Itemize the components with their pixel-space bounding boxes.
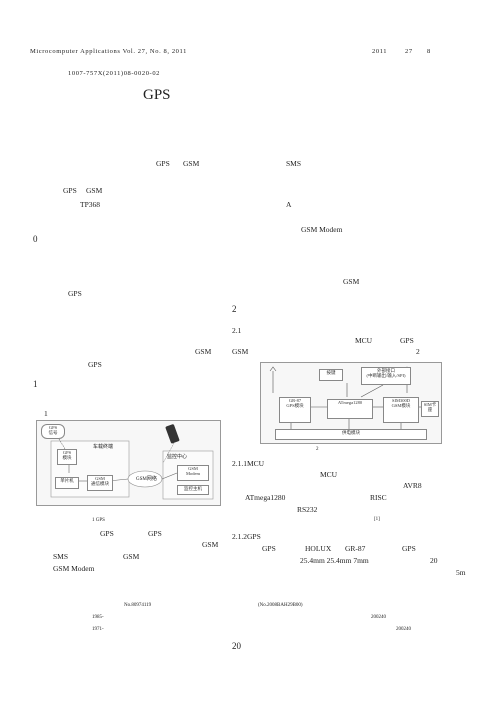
gps-module-label: GPS (62, 450, 72, 455)
monitoring-center-label: 监控中心 (167, 455, 188, 460)
right-20: 20 (430, 556, 438, 565)
gps-satellite-label: GPS (48, 425, 58, 430)
power-supply-label: 供电模块 (342, 430, 360, 435)
external-interface-label: 外部接口 (377, 368, 395, 373)
right-gsm-modem: GSM Modem (301, 225, 343, 234)
author2-zip: 200240 (396, 627, 411, 632)
document-code: A (286, 200, 292, 209)
right-gps: GPS (400, 336, 414, 345)
left-gsm-modem: GSM Modem (53, 564, 95, 573)
fig1-reference: 1 (44, 409, 48, 418)
fig1-caption: 1 GPS (92, 518, 105, 523)
sim300d-sub: GSM模块 (391, 403, 411, 409)
right-atmega1280: ATmega1280 (245, 493, 286, 502)
section-2-1-heading: 2.1 (232, 326, 242, 335)
abstract-sms: SMS (286, 159, 302, 168)
gps-signal-label: 信号 (48, 430, 58, 436)
page-title: GPS (143, 87, 171, 103)
monitoring-pc-box: 监控主机 (177, 485, 209, 495)
gsm-module-sub: 通信模块 (91, 481, 109, 487)
header-issue: 8 (427, 48, 431, 55)
sim300d-label: SIM300D (391, 398, 410, 403)
figure-2-hardware-diagram: 按键 外部接口 (中断输出/输入/SPI) GR-87 GPS模块 ATmega… (260, 362, 442, 444)
header-year: 2011 (372, 48, 388, 55)
keyboard-box: 按键 (319, 369, 343, 381)
atmega1280-box: ATmega1280 (327, 399, 373, 419)
gps-satellite-node: GPS 信号 (41, 424, 65, 439)
left-gsm-2: GSM (202, 540, 219, 549)
abstract-gps: GPS (156, 159, 170, 168)
right-rs232: RS232 (297, 505, 318, 514)
left-gps-1: GPS (68, 289, 82, 298)
vehicle-terminal-label: 车载终端 (93, 445, 114, 450)
right-risc: RISC (370, 493, 387, 502)
section-2-heading: 2 (232, 304, 237, 314)
right-avr8: AVR8 (403, 481, 422, 490)
mcu-box: 单片机 (55, 477, 79, 489)
external-interface-sub: (中断输出/输入/SPI) (366, 373, 406, 379)
left-gps-3: GPS (100, 529, 114, 538)
reference-1: [1] (374, 517, 380, 522)
sim-card-label: SIM卡 (423, 402, 437, 407)
right-gps-3: GPS (402, 544, 416, 553)
figure-1-system-diagram: GPS 信号 车载终端 GPS 模块 单片机 GSM 通信模块 GSM网络 监控… (36, 420, 221, 506)
gsm-modem-sub: Modem (186, 471, 200, 477)
gr87-label: GR-87 (288, 398, 302, 403)
abstract-gsm: GSM (183, 159, 200, 168)
gsm-modem-box: GSM Modem (177, 465, 209, 481)
section-0-heading: 0 (33, 234, 38, 244)
author2-birth: 1971- (92, 627, 104, 632)
gr87-sub: GPS模块 (286, 403, 304, 409)
clc-number: TP368 (80, 200, 101, 209)
external-interface-box: 外部接口 (中断输出/输入/SPI) (361, 367, 411, 385)
gsm-module-label: GSM (95, 476, 105, 481)
power-supply-box: 供电模块 (275, 429, 427, 440)
fund-number-2: (No.2008BAH29B00) (258, 603, 303, 608)
section-1-heading: 1 (33, 379, 38, 389)
gsm-module-box: GSM 通信模块 (87, 475, 113, 491)
right-gsm-2: GSM (232, 347, 249, 356)
left-gps-4: GPS (148, 529, 162, 538)
header-volume: 27 (405, 48, 413, 55)
left-sms: SMS (53, 552, 69, 561)
keyword-gps: GPS (63, 186, 77, 195)
right-5m: 5m (456, 568, 466, 577)
mcu-label: 单片机 (60, 478, 74, 483)
sim300d-gsm-module-box: SIM300D GSM模块 (383, 397, 419, 423)
right-mcu: MCU (355, 336, 373, 345)
left-gps-2: GPS (88, 360, 102, 369)
sim-card-slot-box: SIM卡 座 (421, 401, 439, 417)
section-2-1-2-heading: 2.1.2GPS (232, 532, 261, 541)
keyword-gsm: GSM (86, 186, 103, 195)
article-number: 1007-757X(2011)08-0020-02 (68, 70, 161, 77)
left-gsm-3: GSM (123, 552, 140, 561)
monitoring-pc-label: 监控主机 (184, 486, 202, 491)
sim-card-sub: 座 (427, 407, 433, 413)
right-mcu-2: MCU (320, 470, 338, 479)
right-gps-2: GPS (262, 544, 276, 553)
keyboard-label: 按键 (326, 370, 336, 375)
gr87-gps-module-box: GR-87 GPS模块 (279, 397, 311, 423)
journal-header: Microcomputer Applications Vol. 27, No. … (30, 48, 187, 55)
gps-module-sub: 模块 (62, 455, 72, 461)
author1-birth: 1985- (92, 615, 104, 620)
gsm-network-label: GSM网络 (136, 477, 157, 482)
right-gr87: GR-87 (345, 544, 366, 553)
section-2-1-1-heading: 2.1.1MCU (232, 459, 265, 468)
left-gsm-1: GSM (195, 347, 212, 356)
author1-zip: 200240 (371, 615, 386, 620)
right-holux: HOLUX (305, 544, 332, 553)
page-number: 20 (232, 641, 241, 651)
gsm-modem-label: GSM (188, 466, 198, 471)
fund-number-1: No.80974119 (124, 603, 152, 608)
right-dimensions: 25.4mm 25.4mm 7mm (300, 556, 369, 565)
gps-module-box: GPS 模块 (57, 449, 77, 465)
atmega1280-label: ATmega1280 (337, 400, 363, 405)
fig2-caption: 2 (316, 447, 319, 452)
fig2-reference: 2 (416, 347, 420, 356)
right-gsm: GSM (343, 277, 360, 286)
